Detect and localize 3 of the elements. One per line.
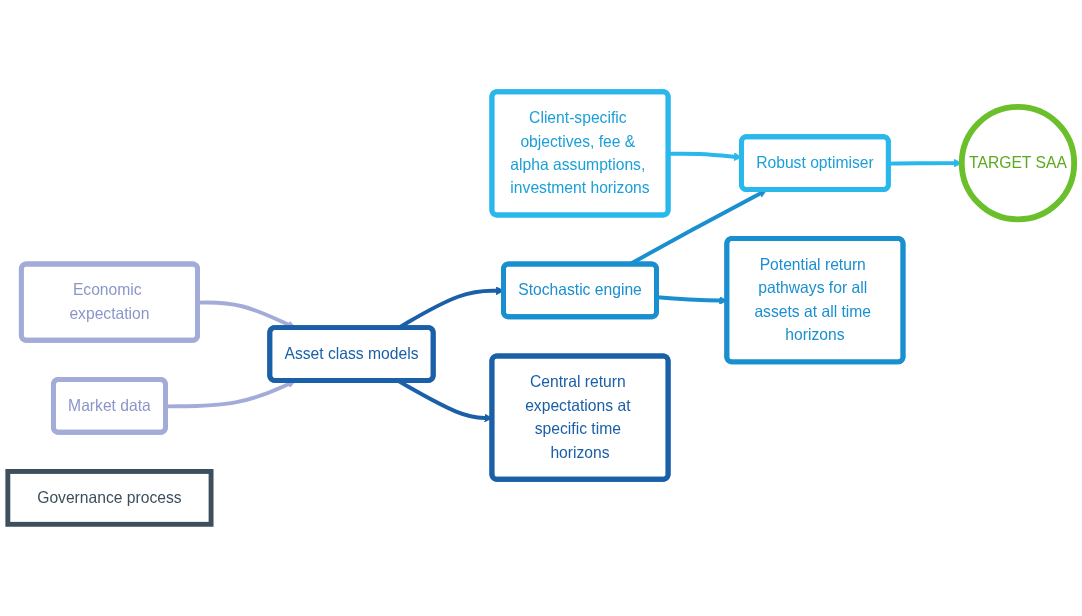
node-box: Governance process (5, 469, 214, 527)
arrow (165, 380, 296, 409)
node-circle: TARGET SAA (958, 104, 1078, 223)
